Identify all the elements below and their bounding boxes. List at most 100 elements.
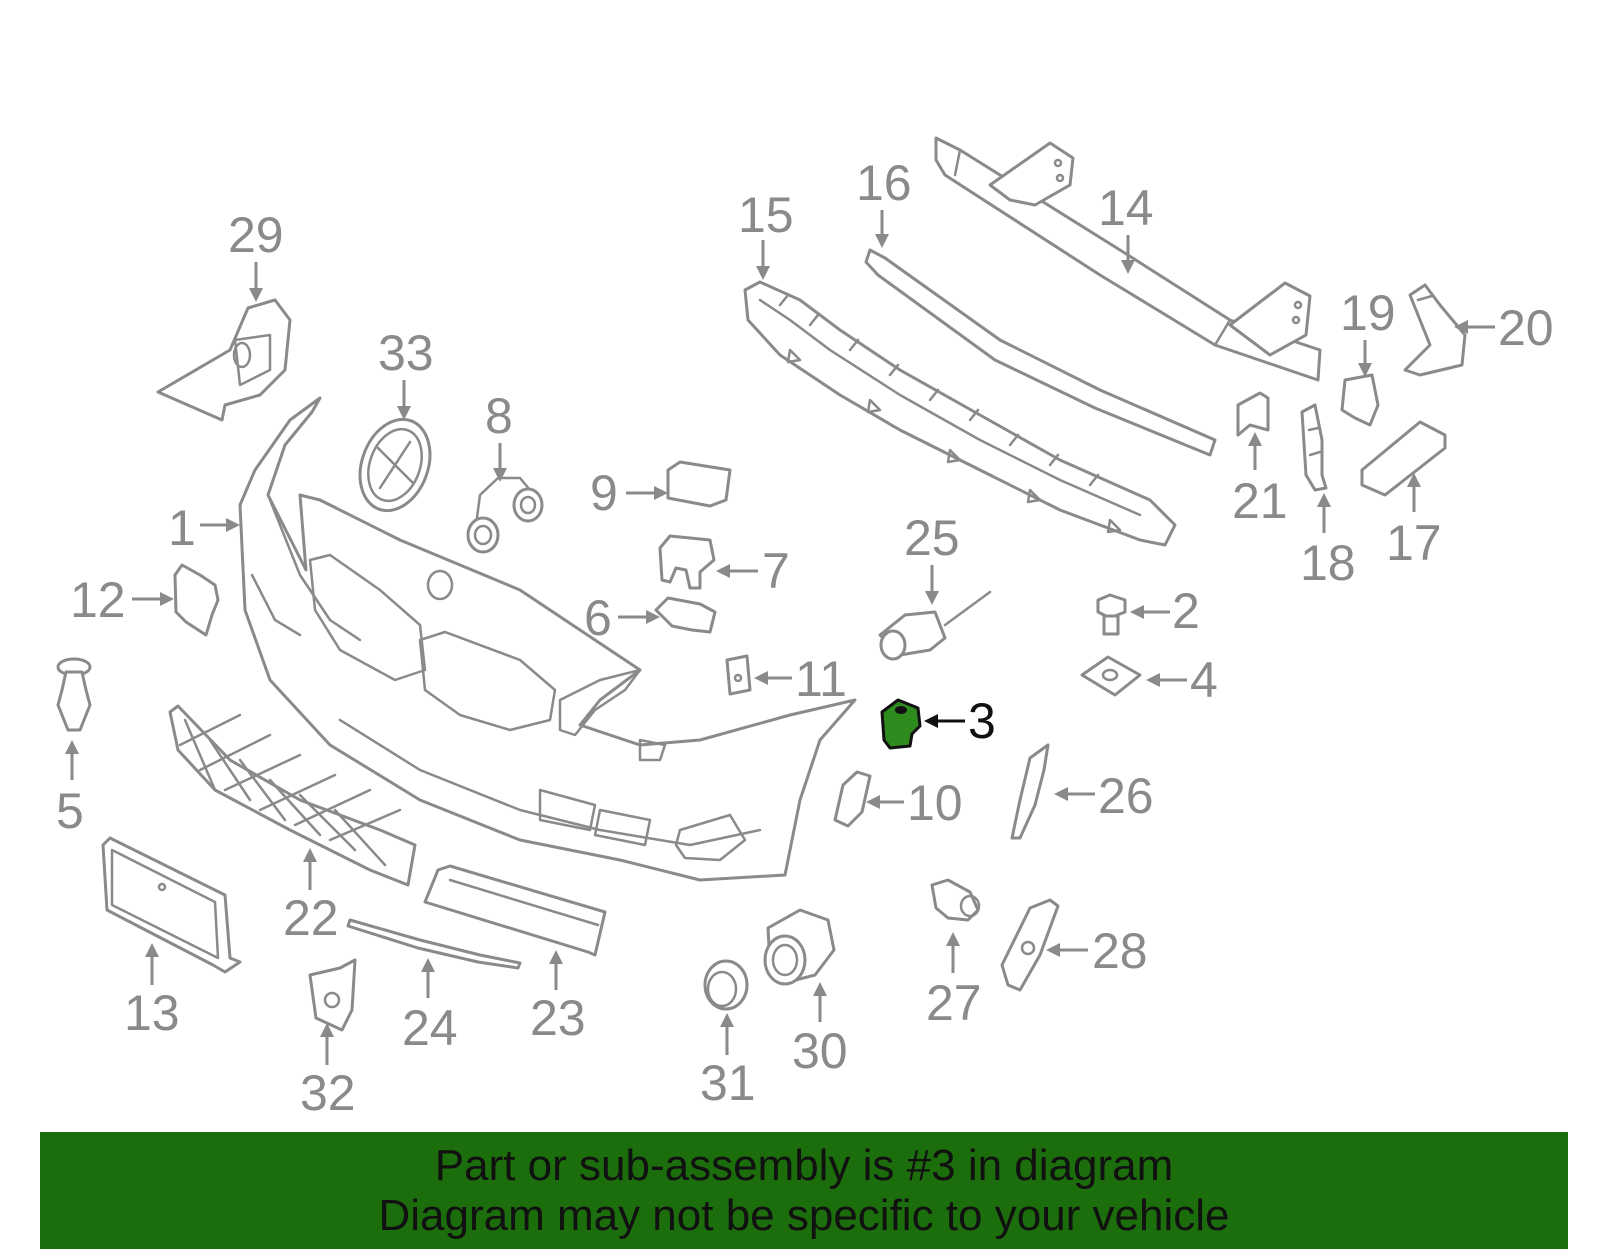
part-9-cover	[666, 460, 732, 508]
svg-text:21: 21	[1232, 473, 1288, 529]
svg-text:22: 22	[283, 890, 339, 946]
part-4-clip-nut	[1080, 655, 1142, 697]
callout-17: 17	[1386, 473, 1442, 571]
svg-text:32: 32	[300, 1065, 356, 1121]
svg-text:31: 31	[700, 1055, 756, 1111]
svg-text:2: 2	[1172, 583, 1200, 639]
banner-line-part-number: Part or sub-assembly is #3 in diagram	[434, 1140, 1174, 1190]
svg-text:26: 26	[1098, 768, 1154, 824]
part-15-energy-absorber	[743, 280, 1177, 547]
svg-text:16: 16	[856, 155, 912, 211]
callout-4: 4	[1146, 652, 1218, 708]
part-18-bracket	[1300, 403, 1328, 492]
callout-26: 26	[1054, 768, 1154, 824]
part-11-clip	[725, 654, 752, 696]
callout-3: 3	[924, 693, 996, 749]
svg-text:14: 14	[1098, 180, 1154, 236]
part-16-absorber-strip	[864, 248, 1217, 457]
svg-text:18: 18	[1300, 535, 1356, 591]
part-7-bracket	[658, 534, 716, 590]
svg-text:7: 7	[762, 543, 790, 599]
svg-text:3: 3	[968, 693, 996, 749]
part-19-bracket	[1340, 373, 1380, 427]
callout-20: 20	[1454, 300, 1554, 356]
callout-22: 22	[283, 848, 339, 946]
svg-text:25: 25	[904, 510, 960, 566]
svg-text:28: 28	[1092, 923, 1148, 979]
part-1-bumper-cover	[238, 396, 857, 882]
part-33-emblem	[358, 417, 432, 513]
part-8-nozzle-bracket	[466, 476, 544, 554]
part-21-bracket	[1236, 391, 1270, 437]
part-17-foam-block	[1360, 420, 1447, 497]
callout-9: 9	[590, 465, 668, 521]
svg-text:1: 1	[168, 500, 196, 556]
svg-text:5: 5	[56, 783, 84, 839]
part-24-trim-strip	[346, 918, 522, 970]
part-20-bracket	[1403, 283, 1467, 377]
callout-7: 7	[716, 543, 790, 599]
callout-1: 1	[168, 500, 240, 556]
part-13-license-bracket	[101, 836, 242, 974]
callout-16: 16	[856, 155, 912, 248]
callout-11: 11	[754, 651, 847, 707]
svg-text:12: 12	[70, 572, 126, 628]
callout-10: 10	[866, 775, 963, 831]
part-28-reflector	[1000, 898, 1060, 992]
part-12-bracket	[173, 563, 220, 637]
part-5-push-clip	[56, 657, 92, 732]
svg-text:6: 6	[584, 590, 612, 646]
callout-13: 13	[124, 943, 180, 1041]
callout-32: 32	[300, 1023, 356, 1121]
callout-24: 24	[402, 958, 458, 1056]
part-10-reflector	[833, 770, 872, 828]
part-23-trim	[423, 864, 607, 957]
info-banner: Part or sub-assembly is #3 in diagram Di…	[40, 1132, 1568, 1249]
callout-8: 8	[485, 388, 513, 482]
callout-31: 31	[700, 1013, 756, 1111]
callout-29: 29	[228, 207, 284, 302]
svg-text:11: 11	[795, 651, 847, 707]
callout-18: 18	[1300, 493, 1356, 591]
callout-2: 2	[1130, 583, 1200, 639]
callout-25: 25	[904, 510, 960, 605]
svg-text:27: 27	[926, 975, 982, 1031]
callout-33: 33	[378, 325, 434, 420]
part-31-sensor-cap	[703, 959, 749, 1011]
callout-30: 30	[792, 982, 848, 1079]
callout-28: 28	[1046, 923, 1148, 979]
callout-14: 14	[1098, 180, 1154, 274]
callout-21: 21	[1232, 432, 1288, 529]
svg-text:33: 33	[378, 325, 434, 381]
part-6-bracket	[654, 596, 717, 634]
part-3-highlighted-bracket	[880, 698, 922, 750]
svg-text:19: 19	[1340, 285, 1396, 341]
svg-text:8: 8	[485, 388, 513, 444]
svg-text:9: 9	[590, 465, 618, 521]
svg-text:29: 29	[228, 207, 284, 263]
part-22-lower-grille	[168, 704, 417, 887]
callout-23: 23	[530, 950, 586, 1046]
svg-text:20: 20	[1498, 300, 1554, 356]
svg-text:4: 4	[1190, 652, 1218, 708]
banner-background	[40, 1132, 1568, 1249]
svg-text:15: 15	[738, 187, 794, 243]
part-25-temp-sensor	[878, 590, 992, 661]
callout-19: 19	[1340, 285, 1396, 377]
part-32-plate	[308, 958, 357, 1032]
callout-15: 15	[738, 187, 794, 280]
svg-text:10: 10	[907, 775, 963, 831]
part-27-sensor-holder	[930, 878, 981, 922]
svg-text:30: 30	[792, 1023, 848, 1079]
svg-text:13: 13	[124, 985, 180, 1041]
part-26-side-marker	[1010, 743, 1050, 840]
callout-5: 5	[56, 740, 84, 839]
callout-27: 27	[926, 932, 982, 1031]
banner-line-disclaimer: Diagram may not be specific to your vehi…	[378, 1190, 1230, 1240]
svg-text:24: 24	[402, 1000, 458, 1056]
svg-text:17: 17	[1386, 515, 1442, 571]
svg-text:23: 23	[530, 990, 586, 1046]
part-29-bracket	[156, 298, 292, 422]
part-30-park-sensor	[763, 908, 836, 986]
